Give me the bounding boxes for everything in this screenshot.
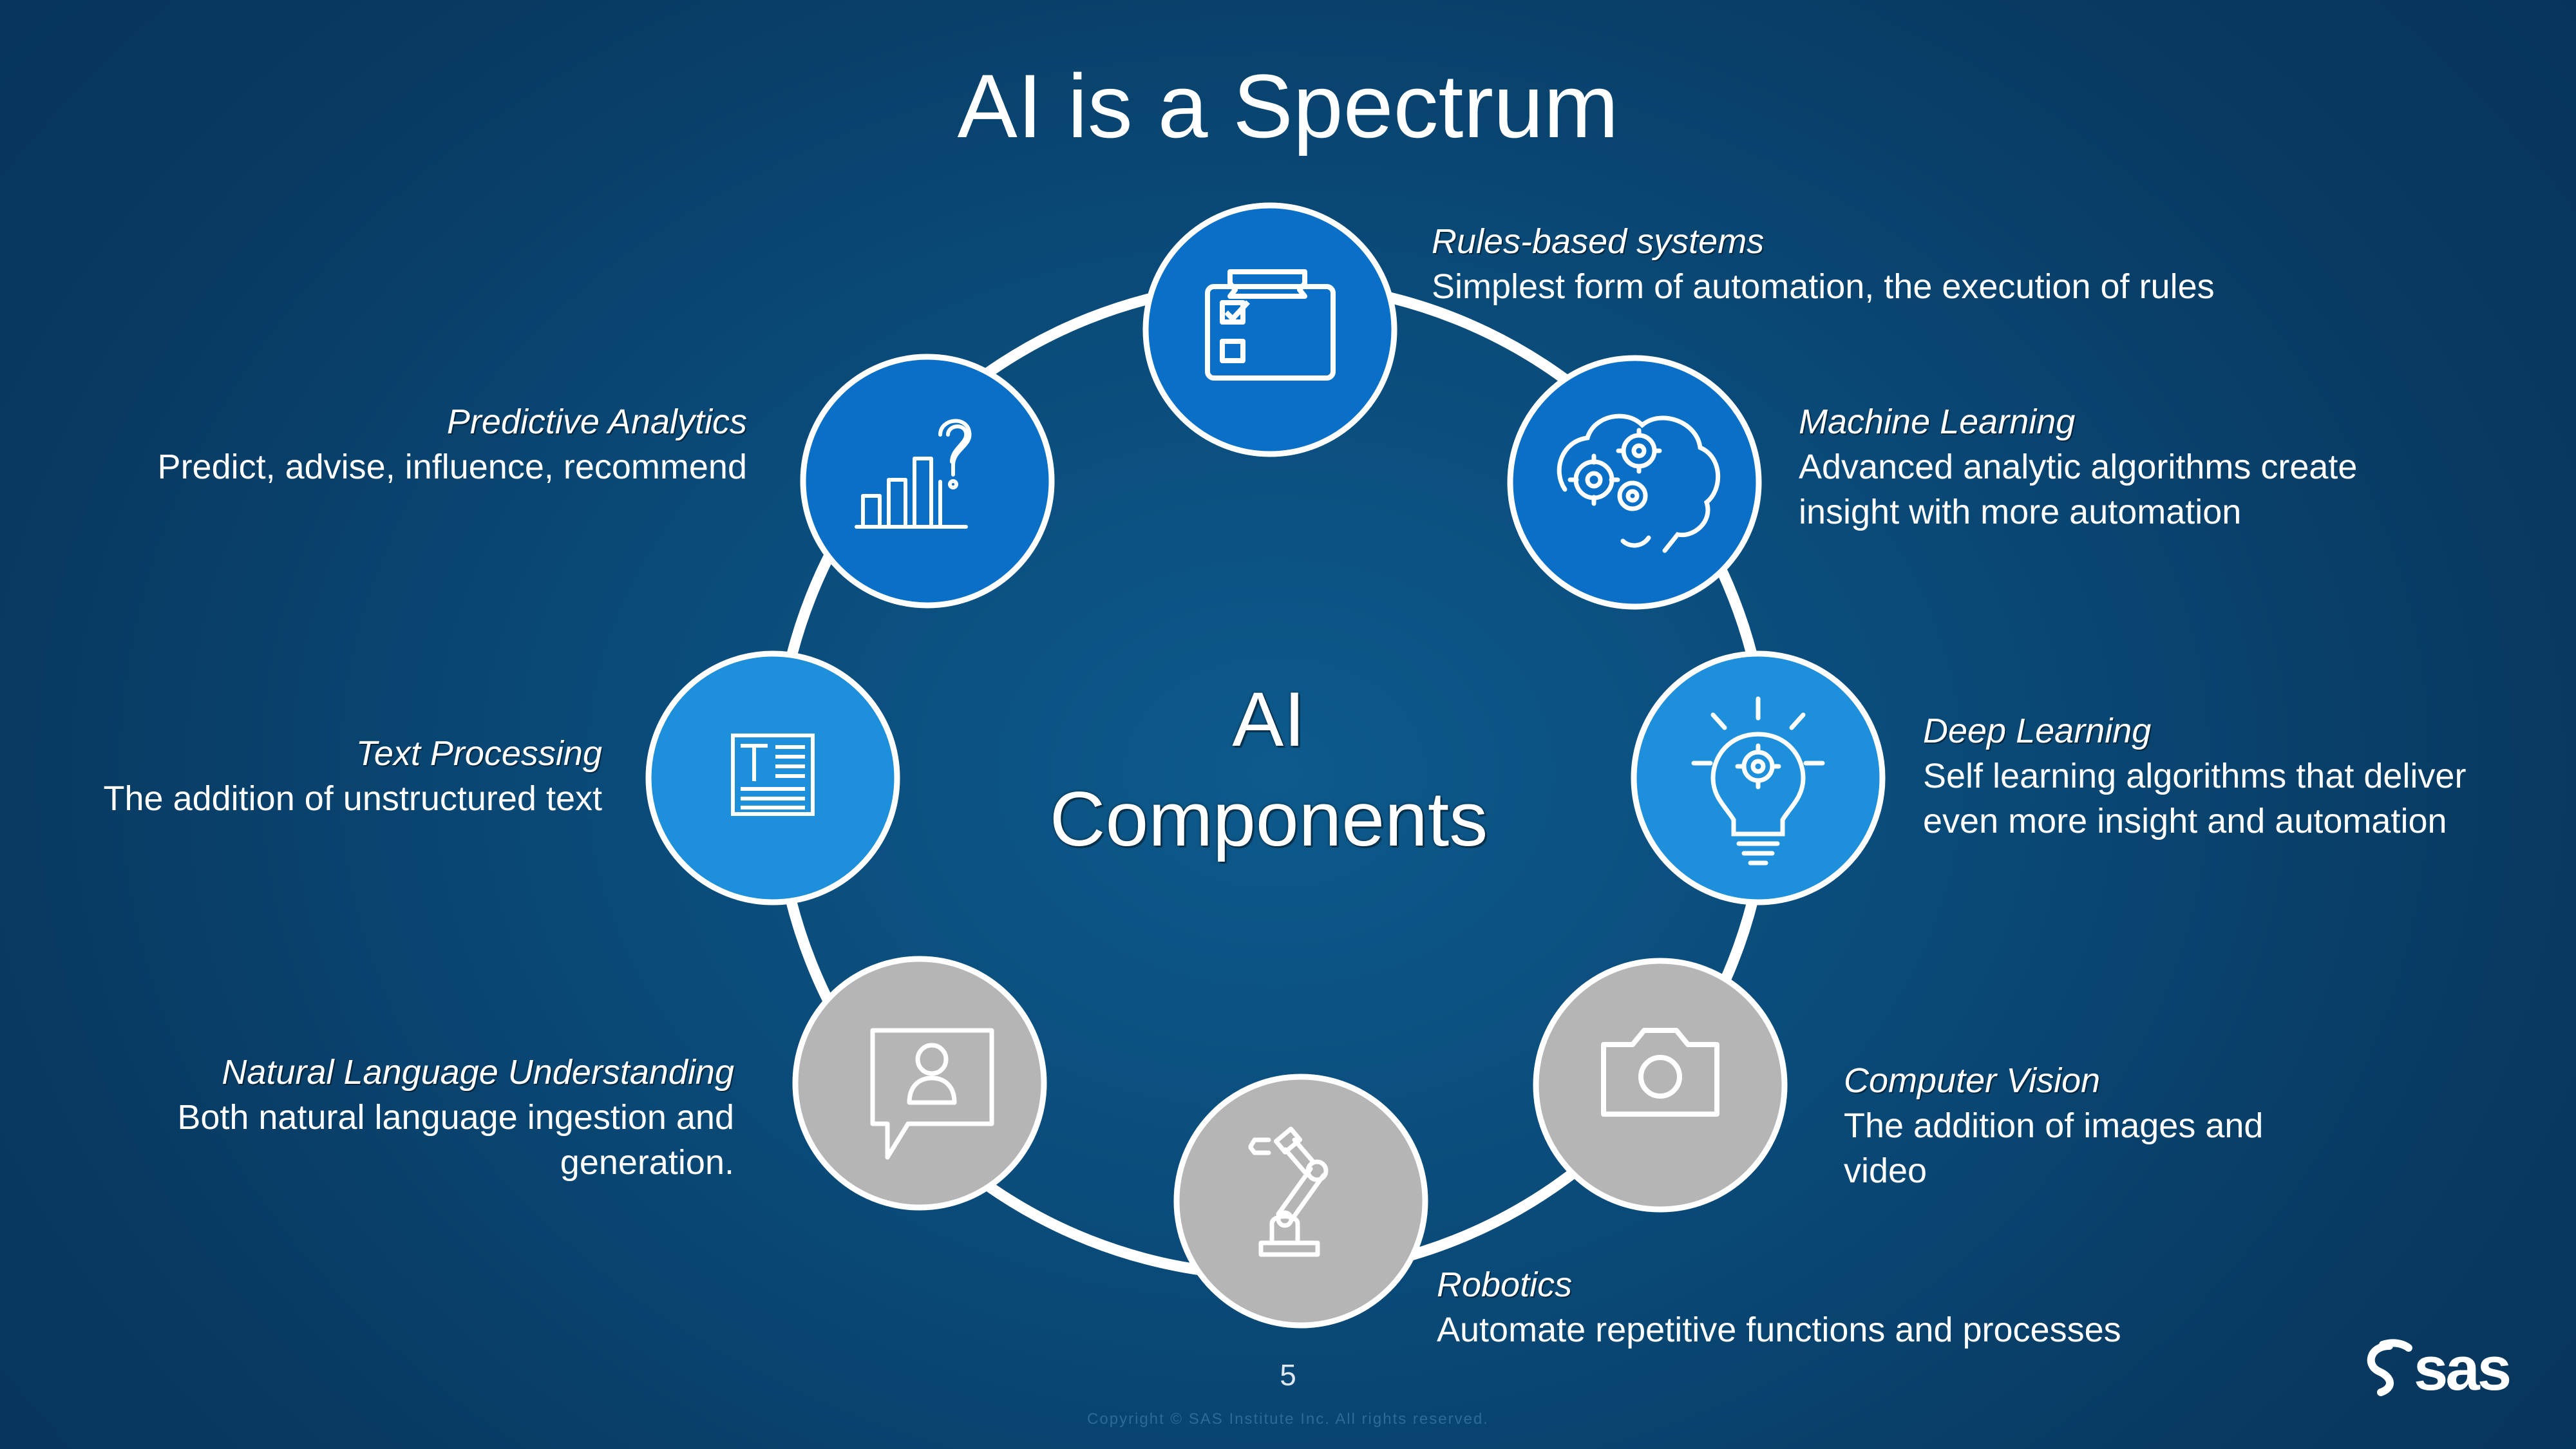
center-label-line2: Components bbox=[1049, 776, 1488, 862]
center-label-line1: AI bbox=[1232, 676, 1305, 762]
label-desc: The addition of unstructured text bbox=[103, 779, 602, 818]
copyright-notice: Copyright © SAS Institute Inc. All right… bbox=[1087, 1410, 1489, 1428]
label-robotics: Robotics Automate repetitive functions a… bbox=[1437, 1262, 2121, 1352]
node-predictive-analytics[interactable] bbox=[800, 354, 1055, 609]
label-title: Machine Learning bbox=[1799, 402, 2076, 441]
label-title: Deep Learning bbox=[1923, 712, 2152, 750]
lightbulb-gear-icon bbox=[1691, 696, 1825, 866]
label-desc: The addition of images and bbox=[1844, 1106, 2264, 1145]
label-desc: Automate repetitive functions and proces… bbox=[1437, 1311, 2121, 1349]
label-desc: Both natural language ingestion and bbox=[177, 1098, 734, 1137]
label-natural-language-understanding: Natural Language Understanding Both natu… bbox=[90, 1050, 734, 1185]
label-predictive-analytics: Predictive Analytics Predict, advise, in… bbox=[103, 399, 747, 489]
label-title: Rules-based systems bbox=[1432, 222, 1765, 261]
chat-person-icon bbox=[870, 1028, 994, 1160]
label-desc: Predict, advise, influence, recommend bbox=[157, 448, 747, 486]
checklist-icon bbox=[1205, 269, 1336, 381]
node-natural-language-understanding[interactable] bbox=[792, 956, 1047, 1211]
camera-icon bbox=[1601, 1028, 1719, 1117]
brain-gears-icon bbox=[1557, 413, 1721, 553]
robot-arm-icon bbox=[1248, 1126, 1329, 1257]
label-desc: Self learning algorithms that deliver bbox=[1923, 757, 2467, 795]
label-computer-vision: Computer Vision The addition of images a… bbox=[1844, 1058, 2263, 1193]
label-title: Text Processing bbox=[355, 734, 602, 773]
label-desc: generation. bbox=[560, 1143, 734, 1182]
node-machine-learning[interactable] bbox=[1507, 355, 1762, 610]
label-desc: video bbox=[1844, 1151, 1927, 1190]
label-title: Predictive Analytics bbox=[446, 402, 747, 441]
text-document-icon bbox=[731, 734, 815, 816]
label-rules-based-systems: Rules-based systems Simplest form of aut… bbox=[1432, 219, 2215, 309]
label-deep-learning: Deep Learning Self learning algorithms t… bbox=[1923, 708, 2466, 844]
node-text-processing[interactable] bbox=[645, 650, 900, 905]
label-title: Natural Language Understanding bbox=[222, 1053, 734, 1092]
label-desc: insight with more automation bbox=[1799, 493, 2242, 531]
center-label: AI Components bbox=[934, 670, 1604, 869]
sas-logo-text: sas bbox=[2414, 1334, 2510, 1403]
label-title: Computer Vision bbox=[1844, 1061, 2101, 1100]
label-desc: even more insight and automation bbox=[1923, 802, 2447, 840]
slide-title: AI is a Spectrum bbox=[957, 55, 1619, 156]
label-text-processing: Text Processing The addition of unstruct… bbox=[39, 731, 602, 821]
label-desc: Advanced analytic algorithms create bbox=[1799, 448, 2358, 486]
node-rules-based-systems[interactable] bbox=[1142, 202, 1397, 457]
node-computer-vision[interactable] bbox=[1533, 958, 1788, 1213]
sas-logo: sas bbox=[2367, 1334, 2512, 1403]
node-deep-learning[interactable] bbox=[1631, 650, 1886, 905]
label-title: Robotics bbox=[1437, 1265, 1573, 1304]
node-robotics[interactable] bbox=[1173, 1074, 1428, 1329]
label-desc: Simplest form of automation, the executi… bbox=[1432, 267, 2215, 306]
page-number: 5 bbox=[1280, 1358, 1296, 1392]
label-machine-learning: Machine Learning Advanced analytic algor… bbox=[1799, 399, 2357, 535]
bar-chart-question-icon bbox=[855, 419, 972, 529]
